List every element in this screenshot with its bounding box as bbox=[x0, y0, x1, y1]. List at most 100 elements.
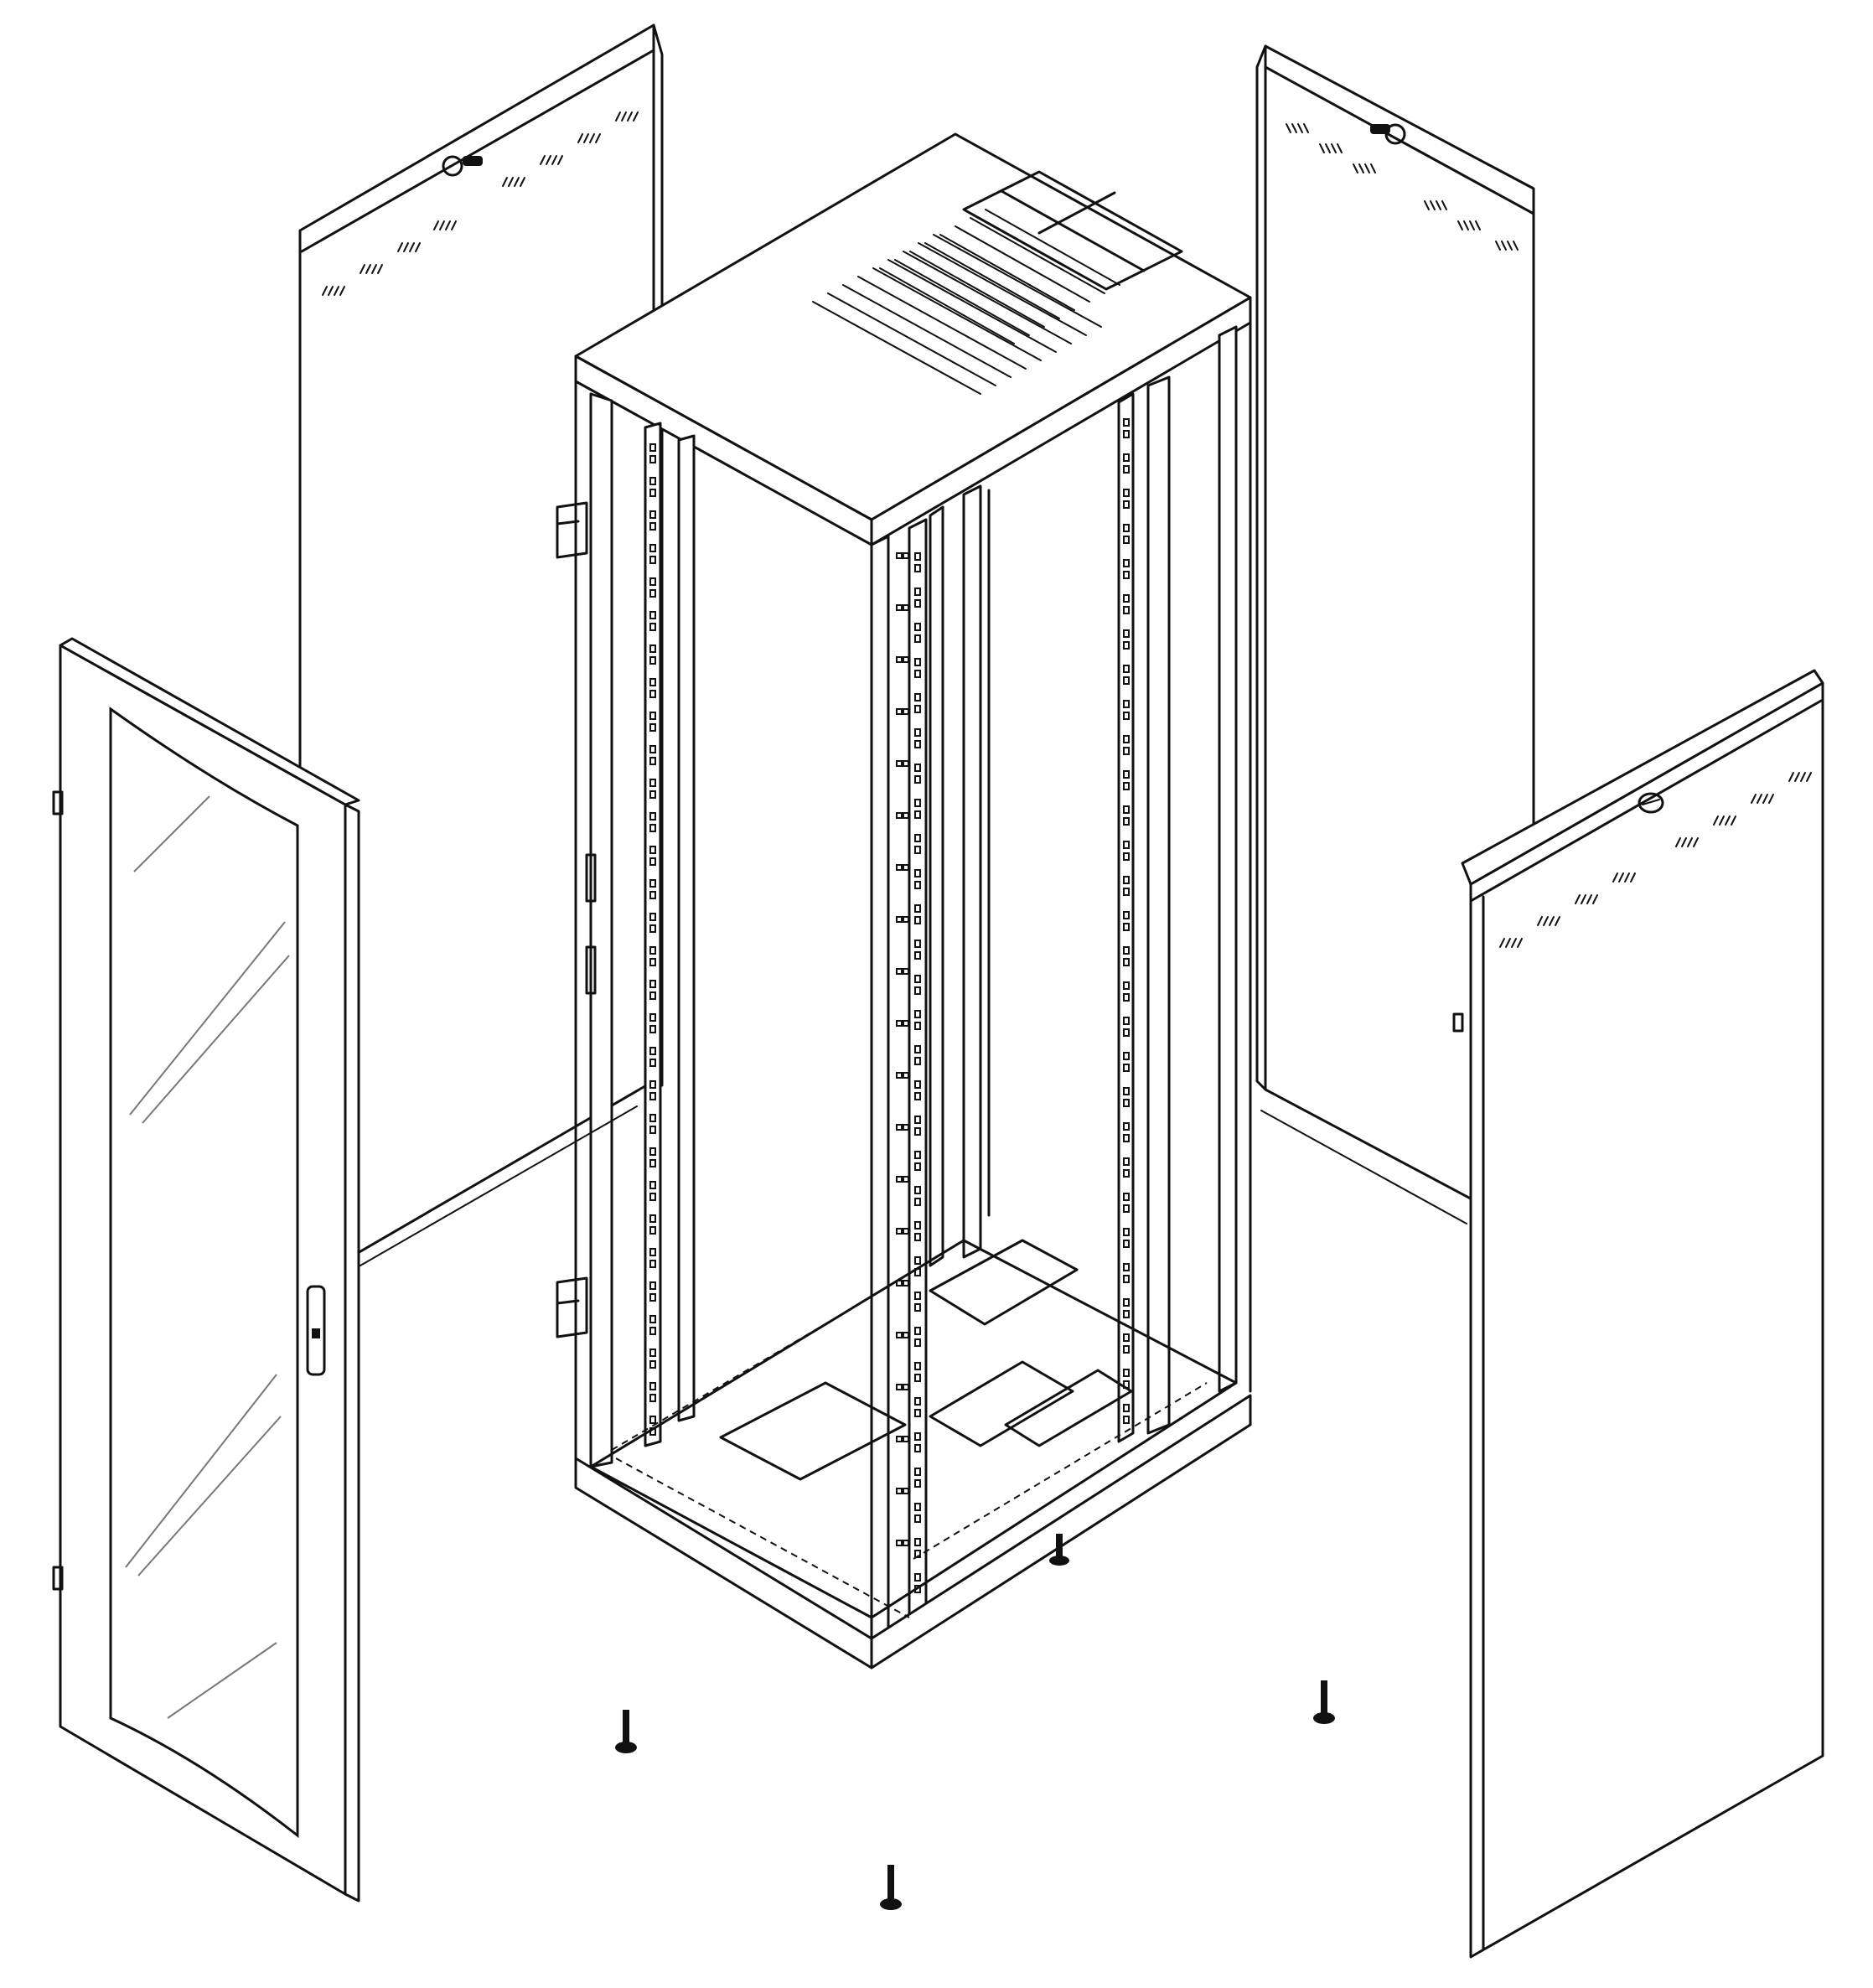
rail-hole bbox=[896, 1384, 903, 1390]
rail-hole bbox=[914, 881, 921, 889]
rail-hole bbox=[1123, 1122, 1130, 1131]
detail-line bbox=[1441, 200, 1447, 210]
detail-line bbox=[894, 259, 1030, 336]
detail-line bbox=[1499, 938, 1505, 948]
detail-line bbox=[1630, 872, 1636, 883]
detail-line bbox=[933, 234, 1102, 328]
detail-line bbox=[879, 267, 1015, 344]
leveling-foot-icon bbox=[1313, 1680, 1335, 1724]
rail-hole bbox=[896, 1488, 903, 1494]
detail-line bbox=[1424, 200, 1430, 210]
rail-hole bbox=[914, 564, 921, 572]
detail-line bbox=[577, 133, 583, 143]
rail-hole bbox=[1123, 430, 1130, 438]
rail-hole bbox=[896, 1020, 903, 1027]
rail-hole bbox=[649, 913, 656, 921]
rail-hole bbox=[649, 1327, 656, 1335]
leveling-foot-icon bbox=[1049, 1534, 1069, 1566]
rail-hole bbox=[914, 1092, 921, 1100]
rail-hole bbox=[649, 1281, 656, 1290]
rail-hole bbox=[1123, 1240, 1130, 1248]
detail-line bbox=[1586, 894, 1592, 904]
detail-line bbox=[1575, 894, 1581, 904]
detail-line bbox=[1581, 894, 1586, 904]
leveling-foot-icon bbox=[615, 1710, 637, 1753]
detail-line bbox=[1358, 163, 1364, 173]
detail-line bbox=[1681, 837, 1687, 847]
detail-line bbox=[1537, 916, 1543, 926]
detail-line bbox=[1325, 143, 1331, 153]
detail-line bbox=[1800, 772, 1806, 782]
rail-hole bbox=[914, 869, 921, 878]
rail-hole bbox=[1123, 1204, 1130, 1213]
detail-line bbox=[433, 220, 439, 230]
rail-hole bbox=[896, 1124, 903, 1131]
rail-hole bbox=[896, 708, 903, 715]
detail-line bbox=[514, 177, 520, 187]
detail-line bbox=[589, 133, 595, 143]
rail-hole bbox=[649, 824, 656, 832]
rail-hole bbox=[914, 986, 921, 995]
detail-line bbox=[903, 251, 1072, 344]
detail-line bbox=[887, 259, 1057, 353]
rail-hole bbox=[1123, 594, 1130, 603]
detail-line bbox=[445, 220, 451, 230]
detail-line bbox=[909, 251, 1045, 328]
rail-hole bbox=[896, 1436, 903, 1442]
rail-hole bbox=[649, 757, 656, 765]
detail-line bbox=[1364, 163, 1370, 173]
rail-hole bbox=[896, 656, 903, 663]
detail-line bbox=[583, 133, 589, 143]
detail-line bbox=[1731, 815, 1736, 826]
rail-hole bbox=[914, 728, 921, 737]
rail-hole bbox=[1123, 1333, 1130, 1342]
rail-hole bbox=[914, 1116, 921, 1124]
rail-hole bbox=[914, 623, 921, 631]
rail-hole bbox=[649, 577, 656, 586]
rail-hole bbox=[914, 1198, 921, 1206]
rail-hole bbox=[649, 1382, 656, 1390]
rail-hole bbox=[1123, 1310, 1130, 1318]
detail-line bbox=[1303, 123, 1309, 133]
rail-hole bbox=[914, 1362, 921, 1370]
rail-hole bbox=[914, 775, 921, 784]
detail-line bbox=[1337, 143, 1343, 153]
rail-hole bbox=[914, 634, 921, 643]
vent-slots bbox=[322, 111, 639, 296]
rail-hole bbox=[914, 799, 921, 807]
rail-hole bbox=[914, 975, 921, 983]
rail-hole bbox=[1123, 606, 1130, 614]
rail-hole bbox=[914, 1468, 921, 1476]
rail-hole bbox=[914, 940, 921, 948]
rail-hole bbox=[914, 705, 921, 713]
detail-line bbox=[540, 155, 546, 165]
rail-hole bbox=[903, 656, 909, 663]
rail-hole bbox=[649, 544, 656, 552]
detail-line bbox=[621, 111, 627, 122]
panel-lock-icon bbox=[1370, 123, 1406, 145]
detail-line bbox=[1788, 772, 1794, 782]
rail-hole bbox=[914, 1327, 921, 1335]
rail-hole bbox=[649, 678, 656, 686]
cabinet-frame bbox=[556, 132, 1252, 1670]
rail-hole bbox=[914, 599, 921, 608]
rail-hole bbox=[903, 1072, 909, 1079]
detail-line bbox=[1319, 143, 1325, 153]
rail-hole bbox=[914, 1409, 921, 1417]
rail-hole bbox=[1123, 1028, 1130, 1037]
rail-hole bbox=[649, 891, 656, 899]
detail-line bbox=[1457, 220, 1463, 230]
rail-hole bbox=[649, 712, 656, 720]
detail-line bbox=[1751, 794, 1757, 804]
rail-hole bbox=[1123, 852, 1130, 861]
rail-hole bbox=[649, 1360, 656, 1369]
rail-hole bbox=[914, 1397, 921, 1406]
mounting-rail-rear-right bbox=[1117, 375, 1171, 1443]
detail-line bbox=[1612, 872, 1618, 883]
rail-hole bbox=[1123, 418, 1130, 427]
rail-hole bbox=[896, 968, 903, 975]
rail-hole bbox=[1123, 735, 1130, 743]
detail-line bbox=[1624, 872, 1630, 883]
rail-hole bbox=[649, 510, 656, 519]
rail-hole bbox=[649, 1080, 656, 1089]
